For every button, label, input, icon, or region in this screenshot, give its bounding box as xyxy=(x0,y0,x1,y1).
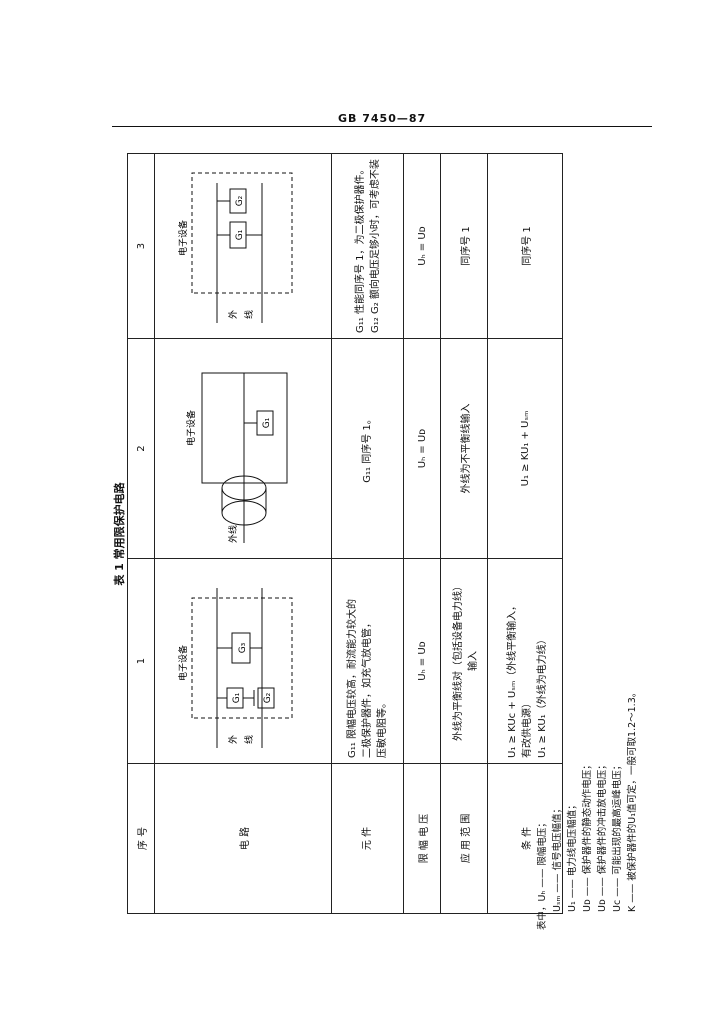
label-sequence: 序 号 xyxy=(127,763,155,914)
elements-col-3: G₁₁ 性能同序号 1，为二极保护器件。 G₁₂ G₂ 额向电压足够小时，可考虑… xyxy=(331,153,404,339)
label-application: 应 用 范 围 xyxy=(440,763,488,914)
g3-box xyxy=(231,632,250,664)
note-line: Uᴄ —— 可能出现的最高运峰电压； xyxy=(612,760,623,912)
wire-label: 外线 xyxy=(227,525,239,543)
wire-label-top: 外 xyxy=(227,735,239,744)
limit-col-2: Uₕ = Uᴅ xyxy=(403,338,441,559)
device-label: 电子设备 xyxy=(185,410,197,446)
elements-1-line-3: 压敏电阻等。 xyxy=(377,698,388,758)
elements-col-1: G₁₁ 限幅电压较高，耐流能力较大的 二极保护器件，如充气放电管， 压敏电阻等。 xyxy=(331,558,404,764)
conditions-1-line-2: 有改供电源） xyxy=(521,698,533,758)
limit-col-1: Uₕ = Uᴅ xyxy=(403,558,441,764)
elements-col-2: G₁₁ 同序号 1。 xyxy=(331,338,404,559)
elements-3-line-1: G₁₁ 性能同序号 1，为二极保护器件。 xyxy=(354,164,366,334)
application-1-line-1: 外线为平衡线对（包括设备电力线） xyxy=(453,581,464,741)
note-line: U₁ —— 电力线电压幅值； xyxy=(567,800,578,912)
row-circuit: 电 路 电子设备 外 线 G₃ G₁ xyxy=(154,153,332,914)
elements-3-line-2: G₁₂ G₂ 额向电压足够小时，可考虑不装 xyxy=(369,159,381,333)
circuit-diagram-3: 电子设备 外 线 G₁ G₂ xyxy=(154,153,332,339)
row-elements: 元 件 G₁₁ 限幅电压较高，耐流能力较大的 二极保护器件，如充气放电管， 压敏… xyxy=(331,153,404,914)
label-limit-voltage: 限 幅 电 压 xyxy=(403,763,441,914)
note-line: Uᴅ —— 保护器件的冲击放电电压； xyxy=(597,760,608,912)
table-caption: 表 1 常用限保护电路 xyxy=(113,482,126,586)
conditions-col-2: U₁ ≥ KU₁ + Uₛₘ xyxy=(487,338,563,559)
application-col-2: 外线为不平衡线输入 xyxy=(440,338,488,559)
label-circuit: 电 路 xyxy=(154,763,332,914)
wire-label-top: 外 xyxy=(227,310,239,319)
row-application: 应 用 范 围 外线为平衡线对（包括设备电力线） 输入 外线为不平衡线输入 同序… xyxy=(440,153,488,914)
note-line: Uᴅ —— 保护器件的静态动作电压； xyxy=(582,760,593,912)
device-box xyxy=(191,597,292,719)
g2-label: G₂ xyxy=(263,692,273,703)
elements-1-line-2: 二极保护器件，如充气放电管， xyxy=(362,618,373,758)
notes-intro: 表中，Uₕ —— 限幅电压； xyxy=(537,818,548,930)
limit-col-3: Uₕ = Uᴅ xyxy=(403,153,441,339)
application-col-3: 同序号 1 xyxy=(440,153,488,339)
note-line: K —— 被保护器件的U₁值可定，一般可取1.2～1.3。 xyxy=(627,687,638,912)
circuit-diagram-2: 电子设备 外线 G₁ xyxy=(154,338,332,559)
g-label: G₁ xyxy=(262,417,272,428)
row-limit-voltage: 限 幅 电 压 Uₕ = Uᴅ Uₕ = Uᴅ Uₕ = Uᴅ xyxy=(403,153,441,914)
col-number-1: 1 xyxy=(127,558,155,764)
table-notes: 表中，Uₕ —— 限幅电压； Uₛₘ —— 信号电压幅值； U₁ —— 电力线电… xyxy=(535,610,695,930)
g-box xyxy=(256,410,273,436)
label-elements: 元 件 xyxy=(331,763,404,914)
application-col-1: 外线为平衡线对（包括设备电力线） 输入 xyxy=(440,558,488,764)
col-number-2: 2 xyxy=(127,338,155,559)
row-sequence: 序 号 1 2 3 xyxy=(127,153,155,914)
protection-circuit-table: 表 1 常用限保护电路 序 号 1 2 3 电 路 电子设备 外 线 xyxy=(113,153,563,914)
wire-label-bottom: 线 xyxy=(243,310,255,319)
g3-label: G₃ xyxy=(238,642,248,653)
elements-1-line-1: G₁₁ 限幅电压较高，耐流能力较大的 xyxy=(347,599,358,758)
conditions-col-3: 同序号 1 xyxy=(487,153,563,339)
device-label: 电子设备 xyxy=(177,220,189,256)
circuit-diagram-1: 电子设备 外 线 G₃ G₁ G₂ xyxy=(154,558,332,764)
device-label: 电子设备 xyxy=(177,645,189,681)
g1-label: G₁ xyxy=(232,692,242,703)
conditions-1-line-1: U₁ ≥ KUᴄ + Uₛₘ（外线平衡输入， xyxy=(506,600,518,758)
g2-label: G₂ xyxy=(235,195,245,206)
col-number-3: 3 xyxy=(127,153,155,339)
g2-box xyxy=(257,687,274,709)
device-box xyxy=(191,172,292,294)
wire-label-bottom: 线 xyxy=(243,735,255,744)
g1-label: G₁ xyxy=(235,229,245,240)
application-1-line-2: 输入 xyxy=(468,651,479,671)
page-header-code: GB 7450—87 xyxy=(338,112,427,125)
header-rule xyxy=(112,126,652,127)
note-line: Uₛₘ —— 信号电压幅值； xyxy=(552,804,563,912)
